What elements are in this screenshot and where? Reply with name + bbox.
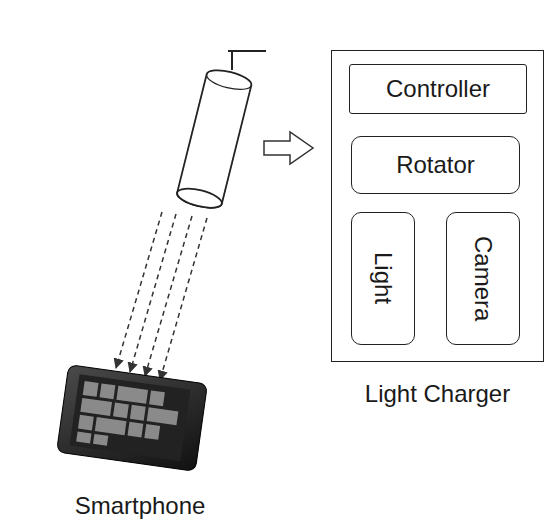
component-box: Light: [351, 212, 415, 345]
box-label: Camera: [470, 236, 496, 321]
smartphone-image: [57, 365, 208, 472]
component-box: Controller: [349, 64, 527, 114]
box-heading: Light Charger: [312, 381, 551, 407]
light-beams: [116, 212, 207, 380]
image-caption: Smartphone: [40, 492, 240, 520]
ceiling-line: [228, 50, 266, 52]
box-label: Controller: [386, 76, 490, 102]
box-label: Rotator: [396, 152, 475, 178]
system-box: Light ChargerControllerRotatorLightCamer…: [331, 50, 544, 362]
hollow-arrow: [264, 132, 313, 164]
component-box: Rotator: [351, 136, 520, 194]
box-label: Light: [370, 252, 396, 304]
lamp-rod: [231, 51, 233, 70]
lamp-cylinder: [175, 67, 253, 212]
component-box: Camera: [446, 212, 520, 345]
